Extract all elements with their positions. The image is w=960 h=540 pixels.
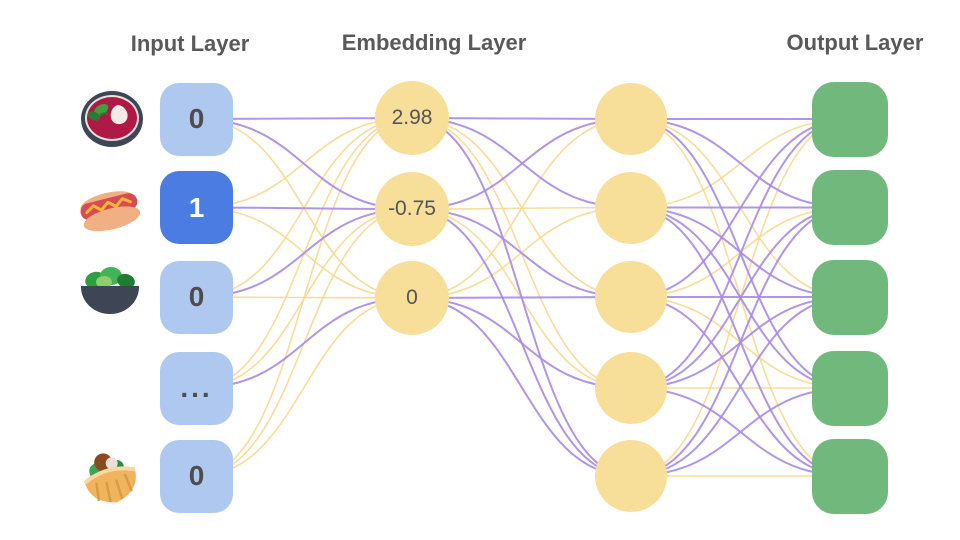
hidden-node-4 <box>595 440 667 512</box>
input-node-0-value: 0 <box>188 103 205 134</box>
embedding-hidden-edge-2-4 <box>411 297 632 477</box>
embedding-node-2: 0 <box>375 261 449 335</box>
hidden-node-0 <box>595 83 667 155</box>
hidden-node-1 <box>595 171 667 244</box>
output-layer-title: Output Layer <box>786 30 924 55</box>
hidden-node-3 <box>595 352 667 424</box>
input-node-2: 0 <box>160 260 233 334</box>
input-embedding-edge-4-0 <box>196 117 413 477</box>
input-layer-title: Input Layer <box>130 31 250 56</box>
output-node-3 <box>812 350 888 426</box>
input-node-4-value: 0 <box>188 460 205 491</box>
input-node-0: 0 <box>160 82 233 156</box>
embedding-hidden-edge-2-3 <box>411 297 632 389</box>
salad-bowl-icon <box>78 264 142 318</box>
hidden-output-edge-4-1 <box>630 206 851 477</box>
output-node-2 <box>812 259 888 335</box>
hidden-output-edge-4-2 <box>630 296 851 477</box>
output-node-4 <box>812 438 888 514</box>
embedding-node-0-value: 2.98 <box>391 106 433 129</box>
embedding-node-0: 2.98 <box>375 81 449 155</box>
input-node-3-value: ... <box>180 372 213 403</box>
input-node-1-value: 1 <box>188 191 205 223</box>
input-node-4: 0 <box>160 439 233 513</box>
embedding-node-1: -0.75 <box>375 172 449 246</box>
hidden-output-edge-2-0 <box>630 118 851 298</box>
embedding-layer-title: Embedding Layer <box>341 30 527 55</box>
hotdog-icon <box>76 182 144 240</box>
input-node-3: ... <box>160 351 233 425</box>
embedding-node-2-value: 0 <box>406 286 418 309</box>
hidden-node-2 <box>595 261 667 333</box>
hidden-output-edge-3-0 <box>630 118 851 389</box>
input-embedding-edge-4-2 <box>196 297 413 477</box>
embedding-node-1-value: -0.75 <box>388 197 436 220</box>
output-node-0 <box>812 81 888 157</box>
embedding-hidden-edge-1-0 <box>411 118 632 210</box>
embedding-hidden-edge-2-0 <box>411 118 632 299</box>
hidden-output-edge-3-1 <box>630 206 851 389</box>
embedding-hidden-edge-1-2 <box>411 208 632 298</box>
output-node-1 <box>812 170 888 245</box>
input-node-2-value: 0 <box>188 281 205 312</box>
pita-icon <box>80 446 142 508</box>
borscht-bowl-icon <box>79 89 145 151</box>
input-node-1: 1 <box>160 171 233 244</box>
